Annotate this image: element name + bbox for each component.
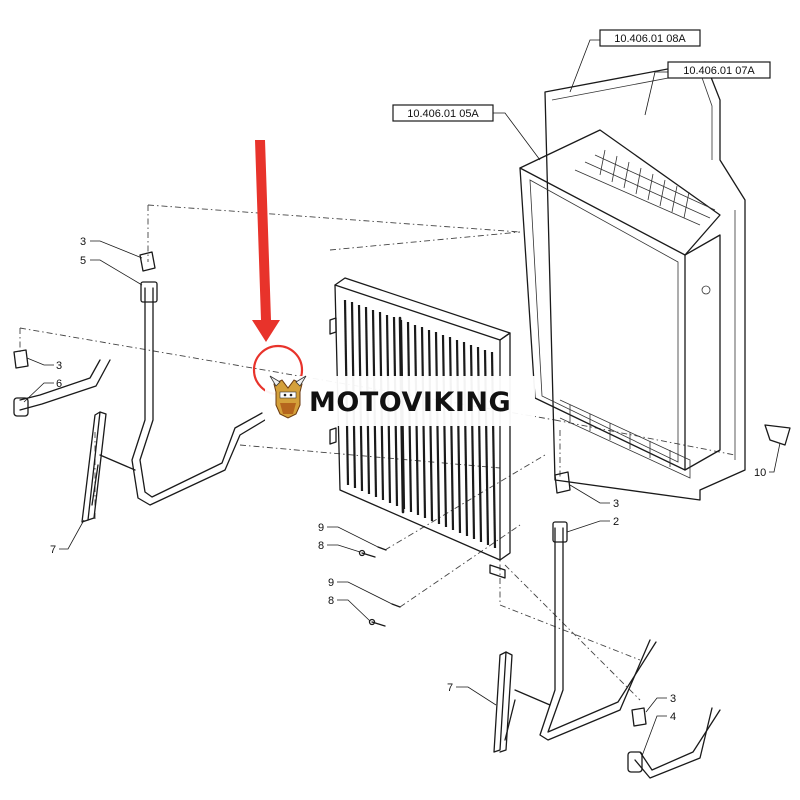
- radiator-assembly: [519, 61, 791, 501]
- callout-5: 5: [80, 255, 86, 267]
- assembly-lines: [19, 204, 736, 701]
- reference-labels: 10.406.01 08A 10.406.01 07A 10.406.01 05…: [392, 29, 771, 161]
- bolts: [358, 546, 401, 627]
- callouts: 3 5 3 6 7 9 8 9 8 3 2 10 7 3 4: [23, 236, 781, 757]
- callout-8-lower: 8: [328, 595, 334, 607]
- highlight-annotation: [252, 140, 304, 396]
- reference-label-05a: 10.406.01 05A: [407, 108, 479, 120]
- viking-logo-icon: [269, 375, 307, 419]
- callout-7-right: 7: [447, 682, 453, 694]
- callout-3-top-left: 3: [80, 236, 86, 248]
- callout-3-bottom: 3: [670, 693, 676, 705]
- reference-label-07a: 10.406.01 07A: [683, 65, 755, 77]
- callout-9-upper: 9: [318, 522, 324, 534]
- callout-7-left: 7: [50, 544, 56, 556]
- watermark-brand: MOTOVIKING: [309, 387, 511, 418]
- radiator-top-fins: [574, 149, 716, 226]
- callout-6: 6: [56, 378, 62, 390]
- watermark-panel: [265, 376, 535, 426]
- callout-3-left: 3: [56, 360, 62, 372]
- lower-hose-assembly: [493, 471, 721, 779]
- reference-label-08a: 10.406.01 08A: [614, 33, 686, 45]
- highlight-arrow: [252, 140, 280, 342]
- oil-cooler: [329, 277, 511, 579]
- callout-9-lower: 9: [328, 577, 334, 589]
- callout-10: 10: [754, 467, 766, 479]
- watermark: MOTOVIKING: [265, 375, 535, 426]
- callout-4: 4: [670, 711, 676, 723]
- callout-8-upper: 8: [318, 540, 324, 552]
- callout-3-right: 3: [613, 498, 619, 510]
- upper-hose-assembly: [13, 251, 266, 523]
- callout-2: 2: [613, 516, 619, 528]
